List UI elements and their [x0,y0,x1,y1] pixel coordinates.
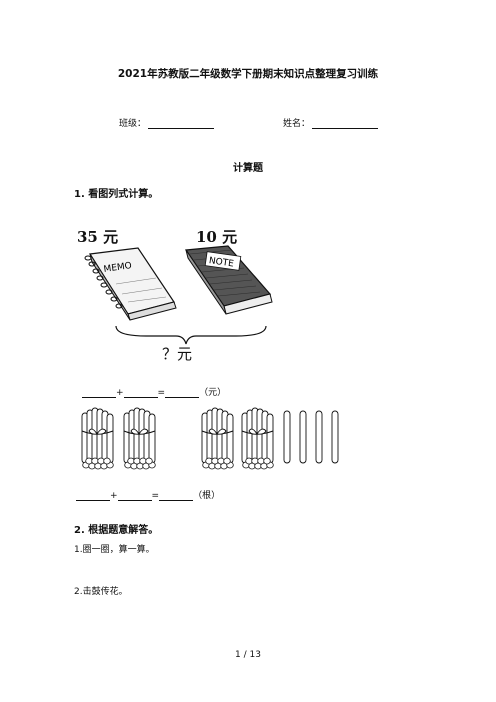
price-note: 10 元 [196,228,238,246]
single-stick-4 [331,410,339,464]
blank-4[interactable] [76,492,110,501]
equation-sticks: + = （根） [76,488,220,501]
class-blank[interactable] [148,119,215,129]
class-label: 班级： [119,119,147,129]
plus-sign-2: + [110,491,118,501]
question-2-label: 2. 根据题意解答。 [74,525,159,536]
section-title: 计算题 [233,163,263,174]
blank-2[interactable] [123,389,158,398]
bundle-of-ten-4 [241,407,274,470]
equals-sign-2: = [151,491,160,501]
note-notebook-image: NOTE [184,245,273,315]
price-memo: 35 元 [77,228,119,246]
sticks-illustration [81,407,339,470]
class-field: 班级： [119,116,215,129]
unit-gen: （根） [193,491,221,501]
blank-6[interactable] [159,492,194,501]
equals-sign: = [157,388,166,398]
notebooks-illustration: MEMO NOTE [84,245,273,345]
question-1-label: 1. 看图列式计算。 [74,189,159,200]
question-2-item-2: 2.击鼓传花。 [74,587,128,597]
bundle-of-ten-2 [123,407,156,470]
blank-3[interactable] [165,389,200,398]
plus-sign: + [116,388,124,398]
single-stick-3 [315,410,323,464]
question-2-item-1: 1.圈一圈，算一算。 [74,545,155,555]
total-question: ？元 [162,345,193,363]
single-stick-2 [299,410,307,464]
single-stick-1 [283,410,291,464]
memo-notebook-image: MEMO [84,247,177,321]
note-text: NOTE [208,256,234,269]
name-label: 姓名： [283,119,311,129]
bundle-of-ten-3 [201,407,234,470]
brace-icon [115,325,267,345]
unit-yuan: （元） [199,388,227,398]
memo-text: MEMO [103,261,132,275]
name-field: 姓名： [283,116,379,129]
blank-1[interactable] [82,389,116,398]
name-blank[interactable] [312,119,379,129]
document-title: 2021年苏教版二年级数学下册期末知识点整理复习训练 [117,68,379,80]
page-number: 1 / 13 [235,650,261,660]
blank-5[interactable] [117,492,152,501]
equation-money: + = （元） [82,385,226,398]
bundle-of-ten-1 [81,407,114,470]
